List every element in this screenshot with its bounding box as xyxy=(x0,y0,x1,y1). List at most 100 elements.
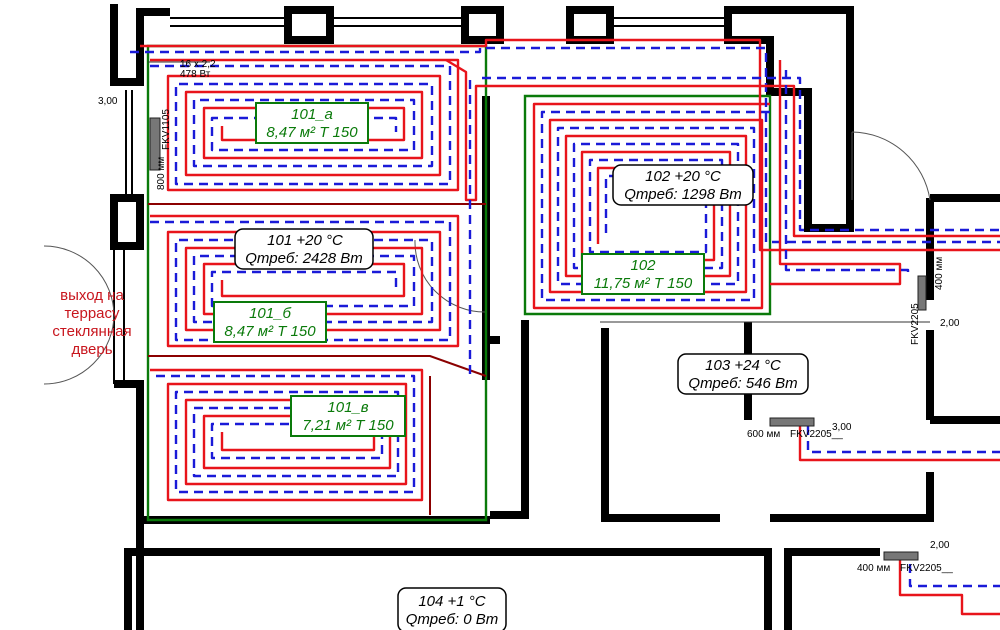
zone-name: 102 xyxy=(630,257,656,274)
terrace-note-line-2: террасу xyxy=(64,305,120,322)
room-label-102[interactable]: 102 +20 °С Qтреб: 1298 Вт xyxy=(612,164,754,206)
main-return-top xyxy=(130,46,1000,244)
wall-left-pier xyxy=(110,194,144,250)
wall-mid-vertical xyxy=(482,96,500,380)
window-left xyxy=(125,90,133,196)
zone-spec: 7,21 м² Т 150 xyxy=(302,417,394,434)
window-top-right xyxy=(610,17,728,27)
zone-label-101v[interactable]: 101_в 7,21 м² Т 150 xyxy=(290,395,406,437)
room-title: 101 +20 °С xyxy=(267,232,343,249)
wall-room105 xyxy=(784,548,880,630)
wall-right-bottom-block xyxy=(490,320,529,519)
wall-top-pier-3 xyxy=(566,6,614,44)
radiator-fkv2205-room105 xyxy=(883,551,919,561)
door-swing-room102 xyxy=(414,239,487,313)
zone-spec: 11,75 м² Т 150 xyxy=(594,275,693,292)
feed-return-room103 xyxy=(806,426,1000,454)
rad4-size-label: 400 мм xyxy=(857,563,890,574)
feed-lines xyxy=(130,38,1000,616)
rad3-code-label: FKV2205__ xyxy=(790,429,843,440)
equipment-labels: 16 х 2,2 478 Вт 3,00 FKV1105 800 мм FKV2… xyxy=(98,59,960,574)
wall-room103-bottom xyxy=(770,472,934,522)
loop-102 xyxy=(532,102,770,310)
zone-label-102[interactable]: 102 11,75 м² Т 150 xyxy=(581,253,705,295)
zone-label-box xyxy=(290,395,406,437)
pipe-label: 16 х 2,2 xyxy=(180,59,216,70)
zone-boundary-102 xyxy=(523,94,772,316)
main-supply-top xyxy=(140,38,1000,252)
radiators xyxy=(149,117,927,561)
wall-right-column xyxy=(926,194,1000,420)
feed-supply-3 xyxy=(770,60,902,286)
door-swing-terrace-bottom xyxy=(43,313,115,385)
room-load: Qтреб: 2428 Вт xyxy=(245,250,363,267)
loop-101a-supply xyxy=(150,58,460,192)
rad1-size-label: 800 мм xyxy=(156,157,167,190)
rad2-height-label: 2,00 xyxy=(940,318,960,329)
loop-101v-return xyxy=(156,374,416,494)
pipe-power-label: 478 Вт xyxy=(180,69,211,80)
loop-101b xyxy=(150,214,460,348)
room-title: 104 +1 °С xyxy=(418,593,485,610)
terrace-note-line-4: дверь xyxy=(71,341,112,358)
rad1-height-label: 3,00 xyxy=(98,96,118,107)
zone-name: 101_в xyxy=(327,399,368,416)
loop-102-return xyxy=(540,110,770,302)
rad4-height-label: 2,00 xyxy=(930,540,950,551)
zone-name: 101_б xyxy=(249,305,291,322)
rad2-size-label: 400 мм xyxy=(934,257,945,290)
room-title: 102 +20 °С xyxy=(645,168,721,185)
feed-return-3 xyxy=(784,70,910,278)
room-label-box xyxy=(397,587,507,630)
wall-top-pier-1 xyxy=(284,6,334,44)
loop-102-supply xyxy=(532,102,770,310)
window-top-left xyxy=(170,17,288,27)
loop-101b-return xyxy=(150,220,452,342)
rad1-code-label: FKV1105 xyxy=(161,109,172,150)
zone-divider-2 xyxy=(148,355,487,377)
zone-label-box xyxy=(581,253,705,295)
radiator-fkv2205-room103 xyxy=(769,417,815,427)
rad3-height-label: 3,00 xyxy=(832,422,852,433)
zone-label-box xyxy=(213,301,327,343)
zone-boundaries xyxy=(146,44,772,522)
zone-label-101a[interactable]: 101_а 8,47 м² Т 150 xyxy=(255,102,369,144)
zone-spec: 8,47 м² Т 150 xyxy=(266,124,358,141)
room-label-103[interactable]: 103 +24 °С Qтреб: 546 Вт xyxy=(677,353,809,395)
terrace-note: выход на террасу стеклянная дверь xyxy=(52,287,131,358)
wall-top-left xyxy=(110,4,170,86)
rad4-code-label: FKV2205__ xyxy=(900,563,953,574)
door-swings xyxy=(43,131,931,385)
feed-room103 xyxy=(790,418,1000,462)
room-label-box xyxy=(677,353,809,395)
radiator-fkv2205-right xyxy=(917,275,927,311)
feed-return-2 xyxy=(468,76,1000,380)
loop-101a xyxy=(150,58,460,192)
zone-label-101b[interactable]: 101_б 8,47 м² Т 150 xyxy=(213,301,327,343)
rad3-size-label: 600 мм xyxy=(747,429,780,440)
loop-101b-supply xyxy=(150,214,460,348)
door-swing-terrace-top xyxy=(43,245,115,317)
room-label-104[interactable]: 104 +1 °С Qтреб: 0 Вт xyxy=(397,587,507,630)
zone-name: 101_а xyxy=(291,106,333,123)
room-load: Qтреб: 0 Вт xyxy=(406,611,498,628)
rad2-code-label: FKV2205 xyxy=(910,303,921,345)
window-top-mid xyxy=(330,17,465,27)
feed-supply-2 xyxy=(445,58,1000,238)
zone-spec: 8,47 м² Т 150 xyxy=(224,323,316,340)
wall-top-pier-2 xyxy=(461,6,504,44)
terrace-note-line-3: стеклянная xyxy=(52,323,131,340)
door-swing-right xyxy=(851,131,931,201)
wall-room103-left xyxy=(601,328,720,522)
room-label-101[interactable]: 101 +20 °С Qтреб: 2428 Вт xyxy=(234,228,374,270)
windows xyxy=(113,17,728,384)
room-load: Qтреб: 1298 Вт xyxy=(624,186,742,203)
wall-room104 xyxy=(124,548,772,630)
feed-room105 xyxy=(898,558,1000,616)
zone-label-box xyxy=(255,102,369,144)
radiator-fkv1105 xyxy=(149,117,161,171)
room-load: Qтреб: 546 Вт xyxy=(688,375,797,392)
terrace-note-line-1: выход на xyxy=(60,287,124,304)
room-title: 103 +24 °С xyxy=(705,357,781,374)
